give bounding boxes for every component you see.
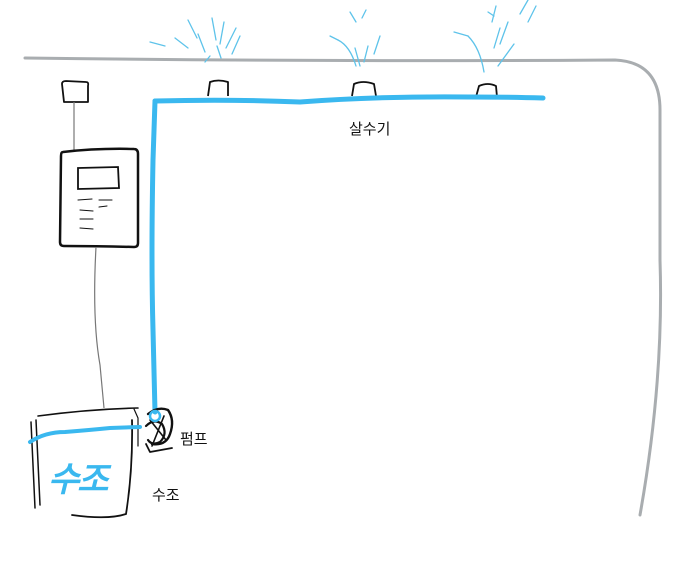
sensor-box [61, 80, 90, 103]
water-tank [30, 407, 139, 519]
controller-box [58, 147, 140, 249]
pump-label: 펌프 [180, 430, 208, 448]
tank-label: 수조 [152, 486, 180, 504]
sprinkler-head-3 [475, 83, 498, 98]
spray-lines [149, 0, 537, 73]
tank-scribble-label: 수조 [48, 460, 109, 500]
sprinkler-label: 살수기 [349, 120, 391, 138]
water-level [28, 425, 142, 444]
supply-pipe [149, 98, 158, 415]
sprinkler-heads [207, 79, 498, 98]
controller-wire [94, 246, 105, 409]
pump [144, 407, 174, 453]
sprinkler-head-1 [207, 79, 229, 97]
sprinkler-pipe [152, 94, 546, 105]
controller-buttons [77, 198, 113, 230]
greenhouse-wall [23, 56, 663, 517]
sprinkler-head-2 [351, 81, 377, 97]
controller-display [77, 166, 120, 190]
